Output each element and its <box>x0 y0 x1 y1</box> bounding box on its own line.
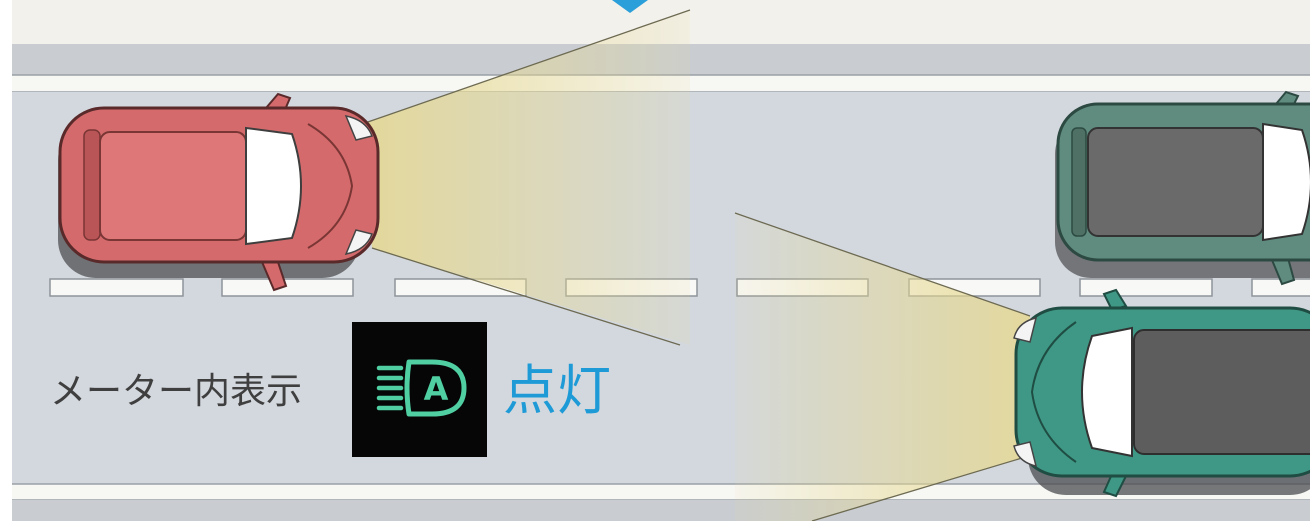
hood-contour <box>307 123 354 249</box>
own-vehicle-car <box>58 92 380 292</box>
oncoming-vehicle-car <box>1013 288 1310 498</box>
meter-indicator-panel: A <box>352 322 487 457</box>
oncoming-vehicle-headlight-beam <box>734 212 1043 521</box>
windshield <box>245 126 302 246</box>
car-roof <box>1133 329 1310 455</box>
lower-shoulder <box>12 500 1310 521</box>
down-arrow-icon <box>612 0 648 13</box>
meter-display-label: メーター内表示 <box>50 371 303 412</box>
windshield <box>1081 326 1133 458</box>
beam-lines <box>376 365 404 411</box>
headlight <box>344 114 373 141</box>
car-roof <box>1087 127 1264 237</box>
headlight <box>344 229 373 256</box>
lane-dash <box>49 278 184 297</box>
beam-edge-lower <box>811 451 1043 521</box>
headlight <box>1013 441 1038 467</box>
car-roof <box>99 131 247 241</box>
beam-edge-upper <box>734 212 1031 317</box>
headlight-lens <box>404 359 467 417</box>
preceding-vehicle-car <box>1055 90 1310 286</box>
auto-letter: A <box>424 370 449 408</box>
rear-window <box>1071 127 1087 237</box>
headlight <box>1013 317 1038 343</box>
own-vehicle-headlight-beam <box>361 9 691 346</box>
beam-edge-upper <box>361 9 691 125</box>
lane-dash <box>1079 278 1213 297</box>
auto-high-beam-icon: A <box>376 359 467 417</box>
lower-edge-line <box>12 484 1310 500</box>
beam-edge-lower <box>371 247 681 346</box>
rear-window <box>83 129 101 241</box>
lane-dash <box>221 278 354 297</box>
hood-contour <box>1030 321 1077 463</box>
beam-area <box>362 10 690 345</box>
windshield <box>1262 122 1310 242</box>
status-text: 点灯 <box>503 359 611 422</box>
beam-area <box>735 213 1042 521</box>
